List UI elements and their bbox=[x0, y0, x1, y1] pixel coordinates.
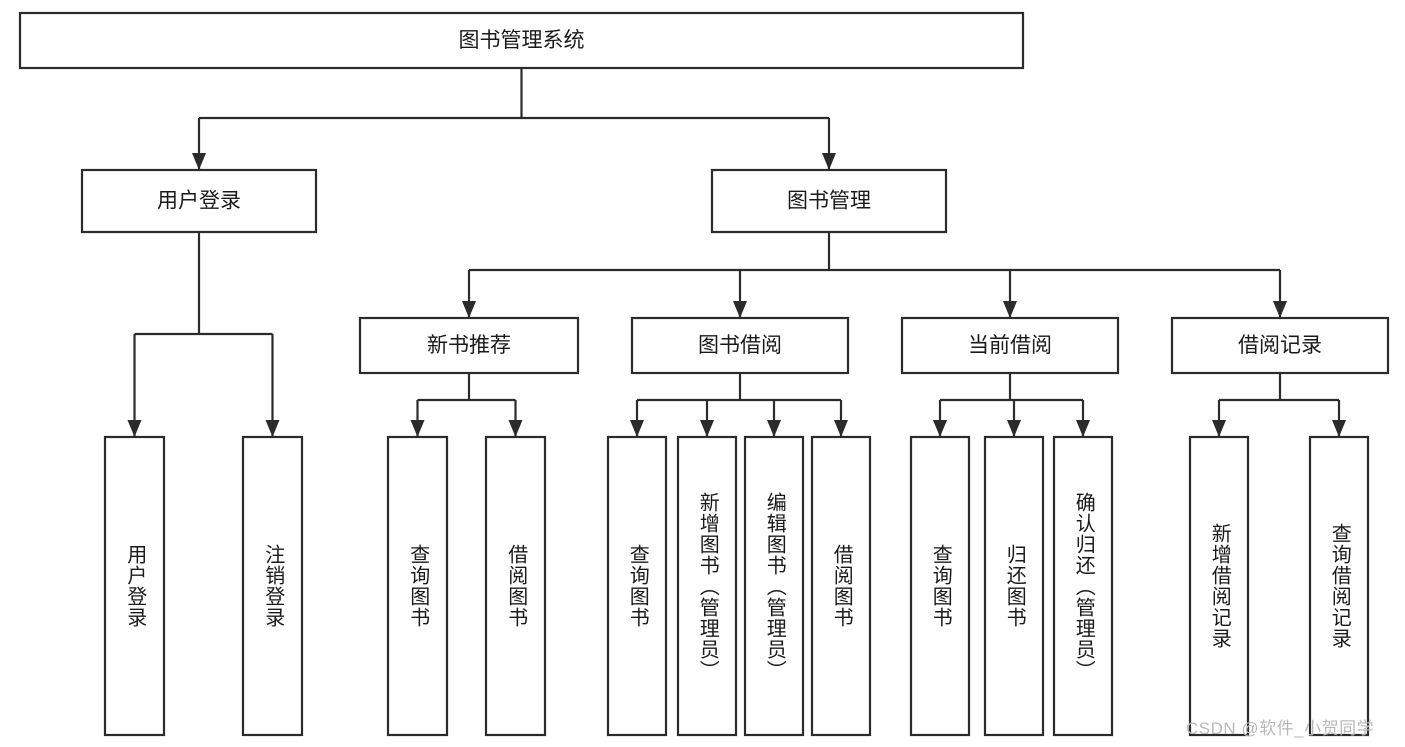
connector-arrowhead bbox=[767, 420, 781, 437]
node-box-leaf-rec-query-book[interactable] bbox=[386, 435, 449, 737]
node-box-leaf-borrow-edit-book[interactable] bbox=[743, 435, 805, 737]
node-box-user-login[interactable] bbox=[80, 168, 318, 234]
node-box-leaf-borrow-add-book[interactable] bbox=[676, 435, 738, 737]
node-box-leaf-borrow-borrow-book[interactable] bbox=[810, 435, 872, 737]
connector-arrowhead bbox=[1007, 420, 1021, 437]
connector-arrowhead bbox=[462, 301, 476, 318]
node-box-leaf-cur-return-book[interactable] bbox=[983, 435, 1045, 737]
node-box-leaf-cur-confirm-return[interactable] bbox=[1052, 435, 1114, 737]
node-box-leaf-rec-borrow-book[interactable] bbox=[484, 435, 547, 737]
node-box-current-borrow[interactable] bbox=[900, 316, 1120, 375]
connector-arrowhead bbox=[1273, 301, 1287, 318]
connector-arrowhead bbox=[1332, 420, 1346, 437]
node-box-borrow-record[interactable] bbox=[1170, 316, 1390, 375]
connector-arrowhead bbox=[192, 153, 206, 170]
connector-arrowhead bbox=[834, 420, 848, 437]
node-box-leaf-rec-add-record[interactable] bbox=[1188, 435, 1250, 737]
node-label-book-manage: 图书管理 bbox=[787, 190, 871, 213]
connector-arrowhead bbox=[733, 301, 747, 318]
node-label-borrow-record: 借阅记录 bbox=[1238, 334, 1322, 357]
node-box-root[interactable] bbox=[18, 11, 1025, 70]
connector-arrowhead bbox=[508, 420, 523, 437]
connector-arrowhead bbox=[700, 420, 714, 437]
node-box-leaf-rec-query-record[interactable] bbox=[1308, 435, 1370, 737]
connector-arrowhead bbox=[265, 420, 280, 437]
node-box-new-book-rec[interactable] bbox=[358, 316, 580, 375]
node-label-user-login: 用户登录 bbox=[157, 190, 241, 213]
connector-arrowhead bbox=[1076, 420, 1090, 437]
node-box-book-borrow[interactable] bbox=[630, 316, 850, 375]
connector-arrowhead bbox=[822, 153, 836, 170]
connector-arrowhead bbox=[410, 420, 425, 437]
node-label-new-book-rec: 新书推荐 bbox=[427, 334, 511, 357]
node-box-leaf-user-login[interactable] bbox=[103, 435, 166, 737]
connector-arrowhead bbox=[1212, 420, 1226, 437]
connector-arrowhead bbox=[127, 420, 142, 437]
node-box-book-manage[interactable] bbox=[710, 168, 948, 234]
connector-layer bbox=[127, 68, 1346, 437]
node-box-leaf-cur-query-book[interactable] bbox=[909, 435, 971, 737]
connector-arrowhead bbox=[630, 420, 644, 437]
connector-arrowhead bbox=[933, 420, 947, 437]
node-label-book-borrow: 图书借阅 bbox=[698, 334, 782, 357]
connector-arrowhead bbox=[1003, 301, 1017, 318]
watermark-text: CSDN @软件_小贺同学 bbox=[1186, 719, 1375, 738]
node-label-root: 图书管理系统 bbox=[459, 29, 585, 52]
node-box-leaf-borrow-query-book[interactable] bbox=[606, 435, 668, 737]
node-box-leaf-user-logout[interactable] bbox=[241, 435, 304, 737]
node-label-current-borrow: 当前借阅 bbox=[968, 334, 1052, 357]
node-box-layer bbox=[18, 11, 1390, 737]
